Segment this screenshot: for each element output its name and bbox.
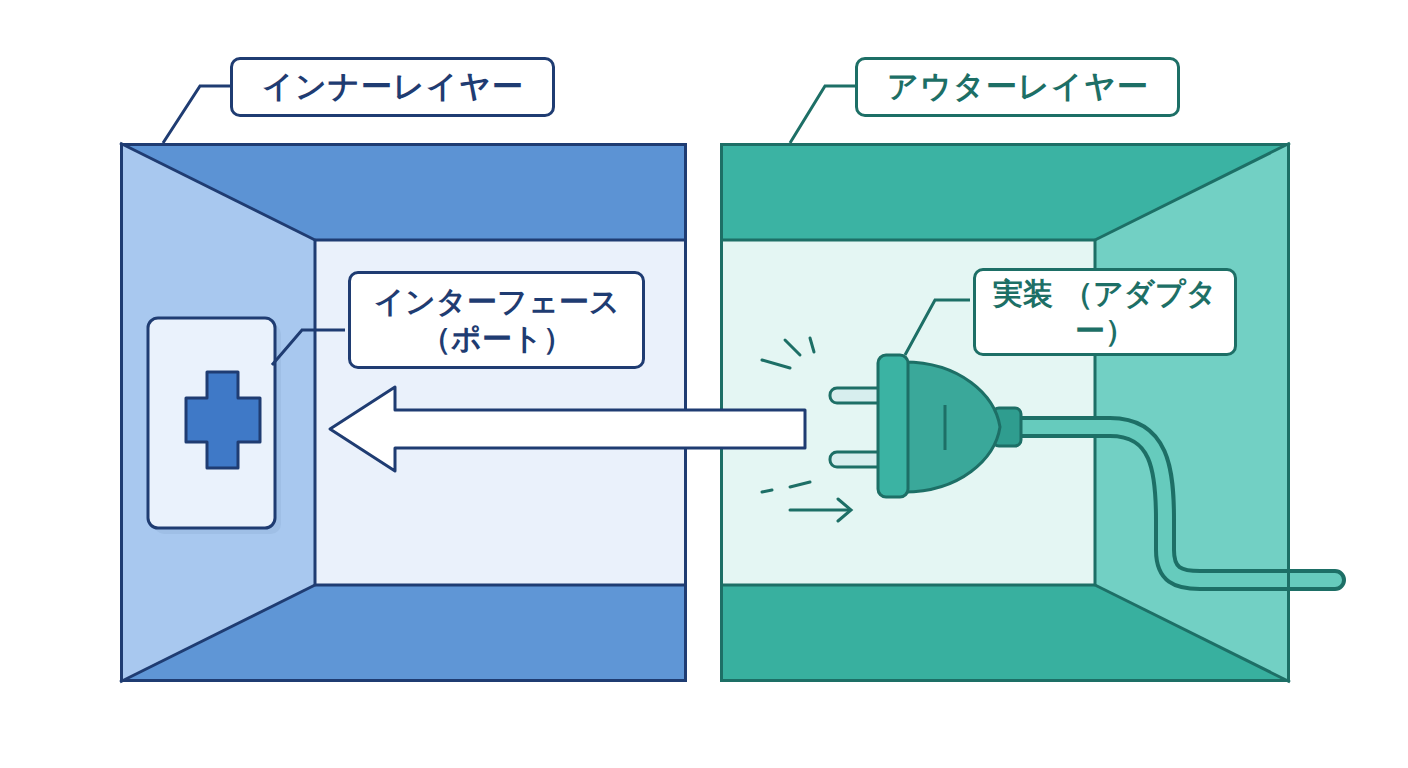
callout-text: 実装 （アダプター） (986, 275, 1224, 350)
plug-body (904, 362, 1000, 492)
flow-arrow (330, 387, 805, 471)
wall-left (120, 143, 315, 682)
callout-text: インターフェース （ポート） (361, 283, 632, 358)
leader-line (163, 86, 233, 143)
plug-mark (944, 405, 947, 450)
leader-line (790, 86, 858, 143)
leader-line (905, 300, 970, 355)
layer-heading: インナーレイヤー (230, 57, 555, 117)
motion-marks (762, 338, 851, 521)
port-plate (148, 318, 275, 528)
layer-box: アウターレイヤー実装 （アダプター） (720, 143, 1290, 682)
wall-back (315, 240, 687, 585)
wall-bottom (720, 585, 1290, 682)
layer-heading: アウターレイヤー (855, 57, 1180, 117)
wall-edges (720, 143, 1290, 682)
port-socket (186, 372, 260, 468)
callout-box: 実装 （アダプター） (973, 268, 1237, 356)
plug-plate (878, 355, 908, 497)
layer-box: インナーレイヤーインターフェース （ポート） (120, 143, 687, 682)
wall-edges (120, 143, 687, 682)
wall-right (1095, 143, 1290, 682)
callout-box: インターフェース （ポート） (348, 271, 645, 369)
wall-bottom (120, 585, 687, 682)
leader-line (272, 330, 345, 365)
